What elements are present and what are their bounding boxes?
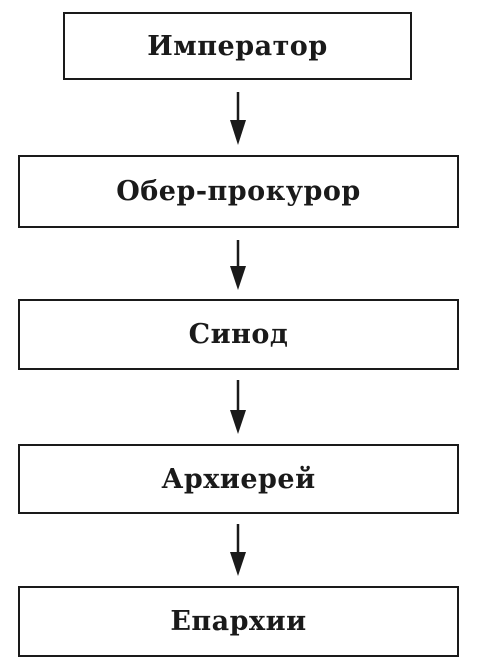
node-arkhierei: Архиерей [18,444,459,514]
arrow-3 [230,380,246,434]
arrow-1 [230,92,246,145]
node-label: Епархии [170,606,307,637]
node-imperator: Император [63,12,412,80]
arrow-2 [230,240,246,290]
arrow-4 [230,524,246,576]
node-label: Император [147,30,328,62]
node-sinod: Синод [18,299,459,370]
node-eparkhii: Епархии [18,586,459,657]
node-label: Синод [188,319,289,350]
node-label: Обер-прокурор [116,176,361,207]
node-ober-prokuror: Обер-прокурор [18,155,459,228]
node-label: Архиерей [161,463,316,495]
